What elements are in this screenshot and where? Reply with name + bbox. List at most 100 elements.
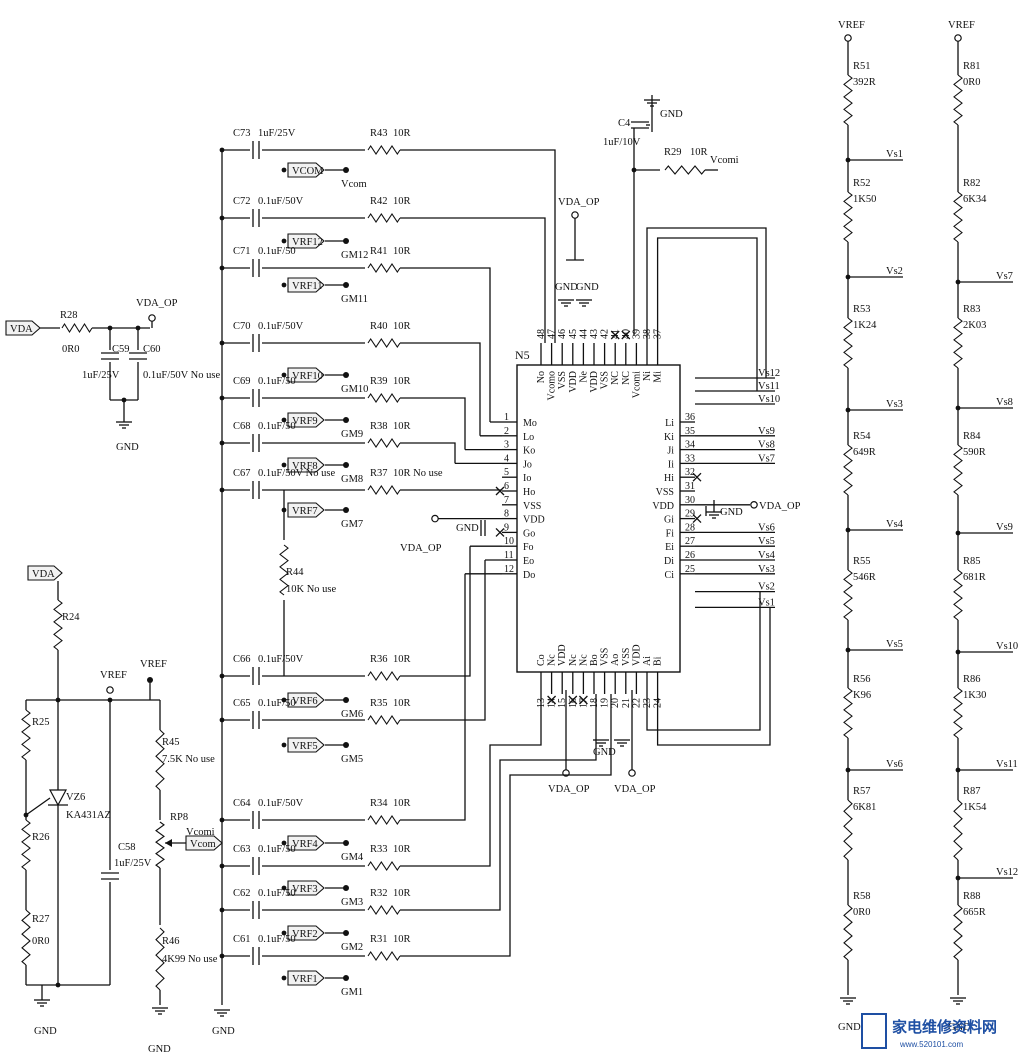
- ladder-resistor: [843, 687, 853, 739]
- r25-ref: R25: [32, 717, 50, 728]
- no-connect-mark: [610, 330, 620, 340]
- ladder-resistor: [843, 904, 853, 961]
- ic-pin-name: Ao: [610, 654, 621, 666]
- ic-ref-label: N5: [515, 348, 530, 362]
- resistor-value: 10R: [393, 934, 411, 945]
- ladder-resistor: [843, 799, 853, 861]
- ladder-resistor-value: 6K34: [963, 194, 987, 205]
- ic-pin-number: 33: [685, 453, 695, 464]
- ic-pin-name: Ho: [523, 487, 535, 498]
- ic-pin-name: VDD: [557, 644, 568, 666]
- ladder-resistor-ref: R54: [853, 431, 871, 442]
- vs-output-label: Vs1: [758, 597, 775, 608]
- capacitor-ref: C65: [233, 698, 251, 709]
- ic-pin-name: Nc: [578, 654, 589, 666]
- tap-label: Vs4: [886, 519, 904, 530]
- c60-value: 0.1uF/50V No use: [143, 370, 220, 381]
- vrf-tag: [287, 970, 325, 986]
- gnd-label: GND: [34, 1026, 57, 1037]
- signal-route: [400, 573, 466, 821]
- resistor-ref: R36: [370, 654, 388, 665]
- capacitor-ref: C61: [233, 934, 251, 945]
- ic-pin-number: 18: [589, 698, 600, 708]
- ladder-resistor-value: 590R: [963, 447, 986, 458]
- capacitor-value: 0.1uF/50V: [258, 654, 304, 665]
- junction-dot: [219, 953, 225, 959]
- capacitor-ref: C62: [233, 888, 251, 899]
- c4-value: 1uF/10V: [603, 137, 641, 148]
- junction-dot: [281, 282, 287, 288]
- ladder-resistor: [843, 444, 853, 496]
- vrf-tag-label: VRF7: [292, 506, 318, 517]
- ic-pin-name: VDD: [589, 371, 600, 393]
- capacitor-ref: C63: [233, 844, 251, 855]
- ic-pin-number: 7: [504, 495, 509, 506]
- series-resistor: [367, 671, 401, 681]
- series-resistor: [367, 815, 401, 825]
- resistor-ref: R43: [370, 128, 388, 139]
- vda-tag-label: VDA: [10, 324, 33, 335]
- ic-pin-number: 39: [631, 329, 642, 339]
- resistor-value: 10R No use: [393, 468, 443, 479]
- junction-dot: [55, 982, 61, 988]
- ic-n5-body: [516, 364, 681, 673]
- ic-pin-name: Ei: [665, 542, 674, 553]
- resistor-ref: R35: [370, 698, 388, 709]
- ic-pin-name: Di: [664, 556, 674, 567]
- ladder-resistor-value: 1K50: [853, 194, 876, 205]
- r29-ref: R29: [664, 147, 682, 158]
- ladder-resistor-ref: R51: [853, 61, 871, 72]
- ladder-resistor-value: 2K03: [963, 320, 986, 331]
- series-resistor: [367, 145, 401, 155]
- ladder-resistor: [843, 569, 853, 621]
- tap-label: Vs11: [996, 759, 1018, 770]
- ladder-resistor: [953, 317, 963, 369]
- ladder-resistor-value: 0R0: [963, 77, 981, 88]
- ladder-resistor-value: 649R: [853, 447, 876, 458]
- signal-route: [400, 546, 471, 677]
- ladder-resistor-ref: R52: [853, 178, 871, 189]
- junction-dot: [23, 812, 29, 818]
- ic-pin-number: 9: [504, 522, 509, 533]
- ai-wire: [646, 591, 761, 731]
- zener-symbol: [49, 789, 67, 807]
- junction-dot: [281, 238, 287, 244]
- resistor-value: 10R: [393, 888, 411, 899]
- r45-resistor: [155, 729, 165, 791]
- vs-output-label: Vs12: [758, 368, 780, 379]
- vcomi-label: Vcomi: [710, 155, 739, 166]
- no-connect-mark: [692, 472, 702, 482]
- c59-value: 1uF/25V: [82, 370, 120, 381]
- ladder-resistor-ref: R53: [853, 304, 871, 315]
- vrf-tag-label: VRF9: [292, 416, 318, 427]
- vs-output-label: Vs7: [758, 453, 775, 464]
- r28-value: 0R0: [62, 344, 80, 355]
- ic-pin-name: Hi: [664, 473, 674, 484]
- ic-pin-name: Eo: [523, 556, 534, 567]
- vrf-tag-label: VCOM: [292, 166, 324, 177]
- resistor-ref: R42: [370, 196, 388, 207]
- ic-pin-number: 34: [685, 440, 695, 451]
- gm-label: GM7: [341, 519, 363, 530]
- resistor-value: 10R: [393, 246, 411, 257]
- signal-route: [400, 694, 612, 957]
- ic-pin-number: 5: [504, 467, 509, 478]
- rp8-resistor: [155, 821, 165, 869]
- tap-label: Vs6: [886, 759, 903, 770]
- series-resistor: [367, 438, 401, 448]
- junction-dot: [219, 340, 225, 346]
- tap-label: Vs8: [996, 397, 1013, 408]
- ic-pin-name: VDD: [523, 515, 545, 526]
- ladder-resistor-ref: R58: [853, 891, 871, 902]
- vrf-tag-label: VRF4: [292, 839, 318, 850]
- ic-pin-name: Ji: [667, 446, 674, 457]
- gm-label: GM11: [341, 294, 368, 305]
- r46-value: 4K99 No use: [162, 954, 218, 965]
- ladder-resistor: [843, 191, 853, 243]
- ic-pin-name: Jo: [523, 459, 532, 470]
- terminal-circle: [431, 514, 439, 523]
- vref-label: VREF: [838, 20, 865, 31]
- r27-ref: R27: [32, 914, 50, 925]
- ic-pin-number: 6: [504, 481, 509, 492]
- capacitor-ref: C68: [233, 421, 251, 432]
